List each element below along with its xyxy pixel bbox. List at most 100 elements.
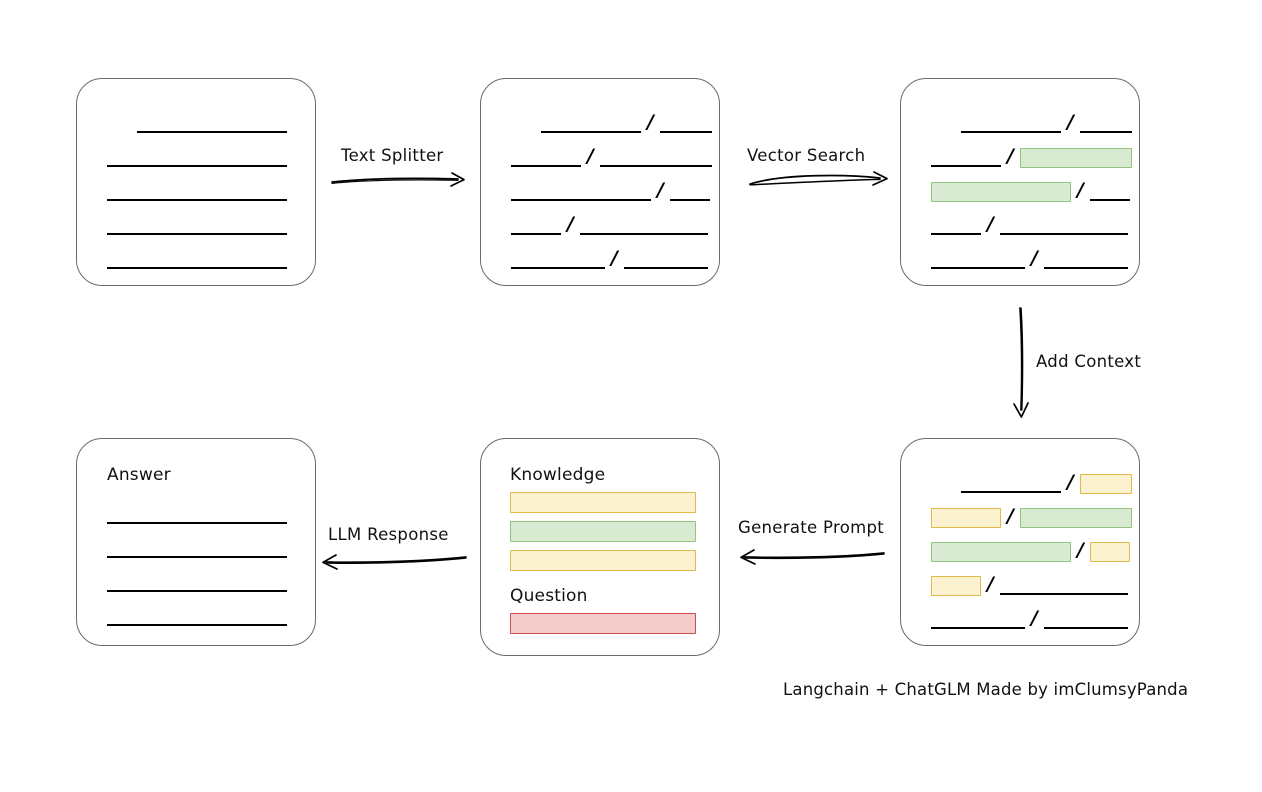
text-segment (931, 215, 981, 237)
segment-separator: / (647, 111, 654, 133)
segment-separator: / (567, 213, 574, 235)
text-segment (669, 181, 710, 203)
split-document-box[interactable]: / / / / / (480, 78, 720, 286)
text-segment (961, 473, 1061, 495)
knowledge-bar-yellow[interactable] (510, 492, 696, 513)
highlighted-segment-green[interactable] (1019, 148, 1132, 168)
text-splitter-arrow (331, 172, 465, 187)
text-line (107, 572, 287, 594)
llm-response-label: LLM Response (328, 525, 449, 544)
segment-separator: / (657, 179, 664, 201)
text-line-segment (107, 249, 287, 271)
text-line (107, 606, 287, 628)
highlighted-segment-yellow[interactable] (931, 508, 1001, 528)
vector-search-arrow (749, 171, 888, 186)
split-text-row: / (961, 473, 1132, 495)
segment-separator: / (611, 247, 618, 269)
knowledge-label: Knowledge (510, 465, 606, 485)
text-segment (961, 113, 1061, 135)
knowledge-bar-yellow[interactable] (510, 550, 696, 571)
split-text-row: / (931, 541, 1130, 563)
text-line (107, 215, 287, 237)
text-segment (623, 249, 708, 271)
vector-search-label: Vector Search (747, 146, 866, 165)
text-line (137, 113, 287, 135)
text-splitter-label: Text Splitter (341, 146, 444, 165)
text-segment (1089, 181, 1130, 203)
text-line-segment (137, 113, 287, 135)
text-segment (511, 215, 561, 237)
text-segment (931, 249, 1025, 271)
highlighted-segment-yellow[interactable] (931, 576, 981, 596)
split-text-row: / (511, 249, 708, 271)
split-text-row: / (931, 215, 1128, 237)
split-text-row: / (931, 181, 1130, 203)
text-segment (999, 215, 1128, 237)
split-text-row: / (511, 181, 710, 203)
split-text-row: / (961, 113, 1132, 135)
text-line-segment (107, 181, 287, 203)
split-text-row: / (931, 575, 1128, 597)
question-label: Question (510, 586, 588, 606)
vector-matched-document-box[interactable]: / / / / / (900, 78, 1140, 286)
segment-separator: / (587, 145, 594, 167)
add-context-label: Add Context (1036, 352, 1142, 371)
segment-separator: / (1031, 607, 1038, 629)
segment-separator: / (1077, 539, 1084, 561)
text-segment (931, 609, 1025, 631)
highlighted-segment-yellow[interactable] (1089, 542, 1130, 562)
split-text-row: / (931, 147, 1132, 169)
prompt-box[interactable]: Knowledge Question (480, 438, 720, 656)
highlighted-segment-green[interactable] (931, 182, 1071, 202)
segment-separator: / (1007, 505, 1014, 527)
text-segment (999, 575, 1128, 597)
text-segment (1079, 113, 1132, 135)
split-text-row: / (931, 609, 1128, 631)
text-segment (1043, 609, 1128, 631)
text-line (107, 538, 287, 560)
question-bar-red[interactable] (510, 613, 696, 634)
text-line (107, 181, 287, 203)
text-line-segment (107, 538, 287, 560)
text-line (107, 504, 287, 526)
segment-separator: / (1067, 471, 1074, 493)
credit-text: Langchain + ChatGLM Made by imClumsyPand… (783, 680, 1189, 699)
split-text-row: / (511, 147, 712, 169)
segment-separator: / (987, 573, 994, 595)
add-context-arrow (1013, 307, 1029, 418)
text-segment (659, 113, 712, 135)
split-text-row: / (931, 507, 1132, 529)
text-line-segment (107, 147, 287, 169)
context-added-document-box[interactable]: / / / / / (900, 438, 1140, 646)
generate-prompt-arrow (740, 549, 885, 565)
segment-separator: / (1067, 111, 1074, 133)
text-line (107, 249, 287, 271)
segment-separator: / (987, 213, 994, 235)
text-segment (1043, 249, 1128, 271)
generate-prompt-label: Generate Prompt (738, 518, 884, 537)
source-document-box[interactable] (76, 78, 316, 286)
text-segment (931, 147, 1001, 169)
highlighted-segment-green[interactable] (931, 542, 1071, 562)
split-text-row: / (541, 113, 712, 135)
knowledge-bar-green[interactable] (510, 521, 696, 542)
text-segment (511, 147, 581, 169)
highlighted-segment-yellow[interactable] (1079, 474, 1132, 494)
text-line-segment (107, 572, 287, 594)
text-segment (511, 181, 651, 203)
answer-title: Answer (107, 465, 171, 485)
answer-box[interactable]: Answer (76, 438, 316, 646)
segment-separator: / (1007, 145, 1014, 167)
highlighted-segment-green[interactable] (1019, 508, 1132, 528)
text-line-segment (107, 606, 287, 628)
text-segment (541, 113, 641, 135)
segment-separator: / (1031, 247, 1038, 269)
text-segment (599, 147, 712, 169)
split-text-row: / (511, 215, 708, 237)
text-line-segment (107, 215, 287, 237)
split-text-row: / (931, 249, 1128, 271)
text-line (107, 147, 287, 169)
text-segment (579, 215, 708, 237)
llm-response-arrow (322, 554, 467, 570)
text-line-segment (107, 504, 287, 526)
